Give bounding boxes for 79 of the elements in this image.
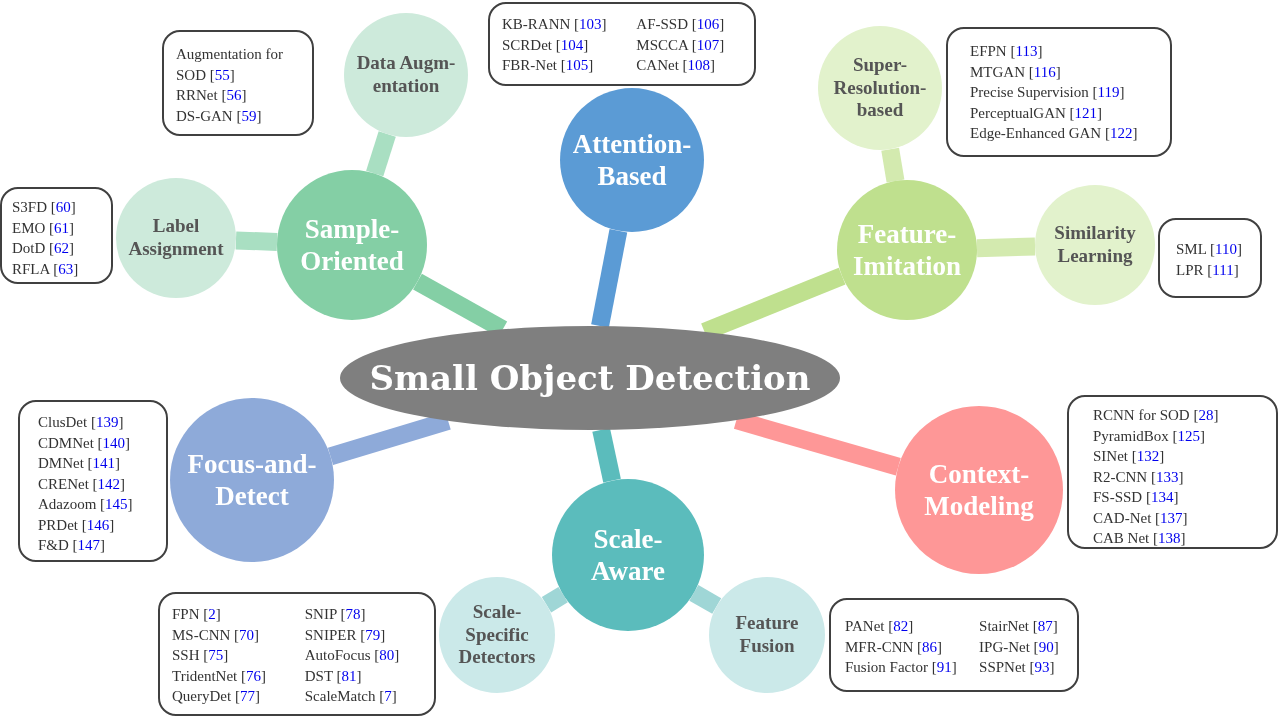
reference-entry: SNIPER [79] xyxy=(304,625,387,645)
reference-entry: SINet [132] xyxy=(1093,447,1166,466)
category-label: Feature-Imitation xyxy=(852,217,962,283)
subcategory-label: Data Augm-entation xyxy=(355,52,457,98)
reference-entry: FBR-Net [105] xyxy=(502,56,595,75)
branch-connector xyxy=(591,229,628,328)
reference-list-box xyxy=(488,2,756,86)
reference-entry: MSCCA [107] xyxy=(636,35,726,55)
reference-entry: CAB Net [138] xyxy=(1093,529,1187,548)
subcategory-label: Label Assignment xyxy=(127,215,225,261)
subcategory-label: Super-Resolution-based xyxy=(832,53,928,123)
reference-entry: Adazoom [145] xyxy=(38,495,134,514)
category-label: Context-Modeling xyxy=(923,457,1035,523)
reference-entry: SSH [75] xyxy=(172,646,230,665)
reference-entry: ClusDet [139] xyxy=(38,413,125,432)
reference-entry: Precise Supervision [119] xyxy=(970,83,1126,102)
reference-list-box xyxy=(0,187,113,284)
reference-entry: Edge-Enhanced GAN [122] xyxy=(970,124,1139,143)
branch-connector xyxy=(976,237,1036,258)
reference-entry: AF-SSD [106] xyxy=(636,15,726,34)
reference-list-box xyxy=(18,400,168,562)
reference-entry: CAD-Net [137] xyxy=(1093,508,1189,528)
reference-entry: SSPNet [93] xyxy=(979,658,1056,677)
reference-entry: RRNet [56] xyxy=(176,86,248,105)
central-topic-title: Small Object Detection xyxy=(369,358,811,398)
reference-entry: PANet [82] xyxy=(845,617,915,636)
reference-entry: R2-CNN [133] xyxy=(1093,467,1185,487)
reference-entry: MS-CNN [70] xyxy=(172,625,261,645)
reference-entry: FPN [2] xyxy=(172,605,222,624)
reference-list-box xyxy=(946,27,1172,157)
reference-entry: DotD [62] xyxy=(12,239,76,258)
reference-entry: S3FD [60] xyxy=(12,198,77,217)
reference-entry: CRENet [142] xyxy=(38,474,127,494)
subcategory-label: Feature Fusion xyxy=(734,612,800,658)
reference-entry: ScaleMatch [7] xyxy=(304,687,398,706)
reference-entry: AutoFocus [80] xyxy=(304,646,401,665)
reference-entry: CDMNet [140] xyxy=(38,433,132,453)
subcategory-label: Similarity Learning xyxy=(1053,222,1137,268)
reference-entry: Fusion Factor [91] xyxy=(845,658,958,677)
branch-connector xyxy=(592,428,621,483)
reference-entry: QueryDet [77] xyxy=(172,687,261,706)
reference-entry: EFPN [113] xyxy=(970,42,1044,61)
category-label: Scale-Aware xyxy=(590,522,666,588)
reference-entry: PerceptualGAN [121] xyxy=(970,103,1104,123)
reference-entry: PRDet [146] xyxy=(38,515,116,535)
reference-list-box xyxy=(162,30,314,136)
category-label: Sample-Oriented xyxy=(299,212,405,278)
reference-entry: IPG-Net [90] xyxy=(979,637,1060,657)
reference-entry: TridentNet [76] xyxy=(172,666,268,686)
reference-entry: DS-GAN [59] xyxy=(176,106,263,126)
reference-entry: Augmentation for SOD [55] xyxy=(176,45,285,85)
reference-entry: EMO [61] xyxy=(12,218,76,238)
reference-entry: RFLA [63] xyxy=(12,259,80,279)
category-label: Focus-and-Detect xyxy=(186,447,318,513)
branch-connector xyxy=(541,586,568,613)
branch-connector xyxy=(881,147,905,183)
reference-entry: MTGAN [116] xyxy=(970,62,1062,82)
branch-connector xyxy=(366,131,396,177)
reference-list-box xyxy=(1067,395,1278,549)
reference-entry: FS-SSD [134] xyxy=(1093,488,1180,507)
branch-connector xyxy=(689,585,722,614)
reference-list-box xyxy=(158,592,436,716)
reference-entry: SNIP [78] xyxy=(304,605,367,624)
reference-entry: PyramidBox [125] xyxy=(1093,426,1207,446)
reference-entry: DMNet [141] xyxy=(38,454,122,473)
reference-list-box xyxy=(829,598,1079,692)
reference-list-box xyxy=(1158,218,1262,298)
reference-entry: DST [81] xyxy=(304,666,363,686)
reference-entry: CANet [108] xyxy=(636,56,717,75)
reference-entry: LPR [111] xyxy=(1176,260,1240,280)
reference-entry: StairNet [87] xyxy=(979,617,1059,636)
reference-entry: KB-RANN [103] xyxy=(502,15,608,34)
reference-entry: F&D [147] xyxy=(38,536,107,555)
category-label: Attention-Based xyxy=(571,127,693,193)
subcategory-label: Scale-Specific Detectors xyxy=(457,600,537,670)
reference-entry: SML [110] xyxy=(1176,240,1243,259)
reference-entry: SCRDet [104] xyxy=(502,35,590,55)
reference-entry: RCNN for SOD [28] xyxy=(1093,406,1220,425)
reference-entry: MFR-CNN [86] xyxy=(845,637,944,657)
